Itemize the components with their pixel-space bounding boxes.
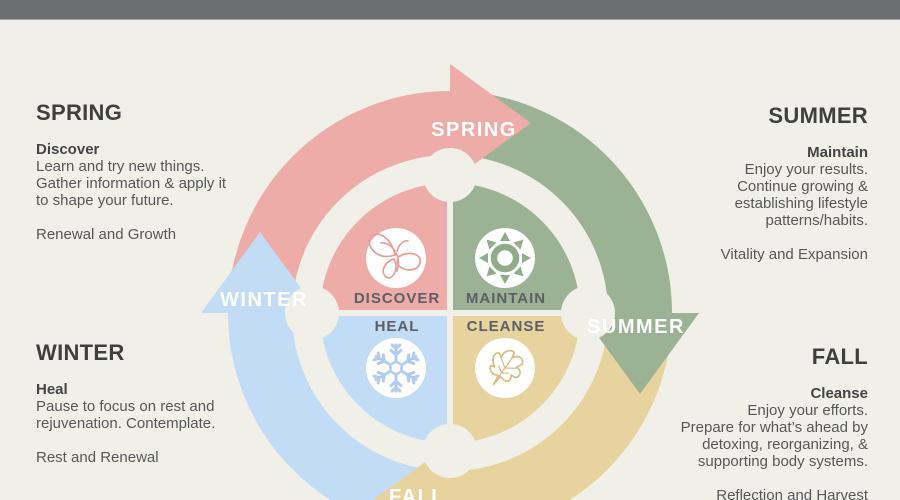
top-notch — [423, 148, 477, 202]
window-top-bar — [0, 0, 900, 20]
winter-arrow-label: WINTER — [220, 289, 308, 311]
winter-panel-title: WINTER — [36, 340, 125, 365]
right-notch — [561, 286, 615, 340]
fall-panel-subtitle: Cleanse — [810, 385, 868, 402]
heal-icon-circle — [366, 338, 426, 398]
summer-panel-body: Enjoy your results. Continue growing & e… — [734, 161, 868, 229]
butterfly-icon — [368, 233, 421, 279]
discover-icon-circle — [366, 228, 426, 288]
left-notch — [285, 286, 339, 340]
bottom-notch — [423, 424, 477, 478]
spring-panel-subtitle: Discover — [36, 141, 100, 158]
snowflake-icon — [372, 343, 420, 393]
winter-panel-body: Pause to focus on rest and rejuvenation.… — [36, 398, 216, 432]
spring-panel-title: SPRING — [36, 100, 123, 125]
summer-panel: SUMMER Maintain Enjoy your results. Cont… — [618, 103, 868, 264]
heal-label: HEAL — [375, 318, 420, 335]
summer-panel-tagline: Vitality and Expansion — [720, 246, 868, 263]
winter-panel-subtitle: Heal — [36, 381, 68, 398]
summer-panel-subtitle: Maintain — [807, 144, 868, 161]
spring-panel-body: Learn and try new things. Gather informa… — [36, 158, 227, 209]
cleanse-label: CLEANSE — [467, 318, 546, 335]
spring-panel: SPRING Discover Learn and try new things… — [36, 100, 266, 244]
spring-panel-tagline: Renewal and Growth — [36, 226, 177, 243]
summer-panel-title: SUMMER — [768, 103, 868, 128]
summer-arrow-label: SUMMER — [587, 316, 685, 338]
fall-arrow-label: FALL — [389, 486, 445, 500]
fall-panel-body: Enjoy your efforts. Prepare for what’s a… — [680, 402, 868, 470]
spring-arrow-label: SPRING — [431, 119, 517, 141]
fall-panel: FALL Cleanse Enjoy your efforts. Prepare… — [608, 345, 868, 500]
fall-panel-tagline: Reflection and Harvest — [716, 487, 868, 500]
spring-arrowhead-icon — [450, 64, 531, 182]
discover-label: DISCOVER — [354, 290, 440, 307]
maple-leaf-icon — [489, 349, 524, 386]
sun-icon — [479, 232, 531, 284]
summer-arrowhead-icon — [581, 313, 699, 394]
maintain-label: MAINTAIN — [466, 290, 546, 307]
winter-panel-tagline: Rest and Renewal — [36, 449, 159, 466]
fall-panel-title: FALL — [811, 344, 868, 369]
winter-panel: WINTER Heal Pause to focus on rest and r… — [36, 340, 276, 467]
winter-arrowhead-icon — [201, 232, 319, 313]
